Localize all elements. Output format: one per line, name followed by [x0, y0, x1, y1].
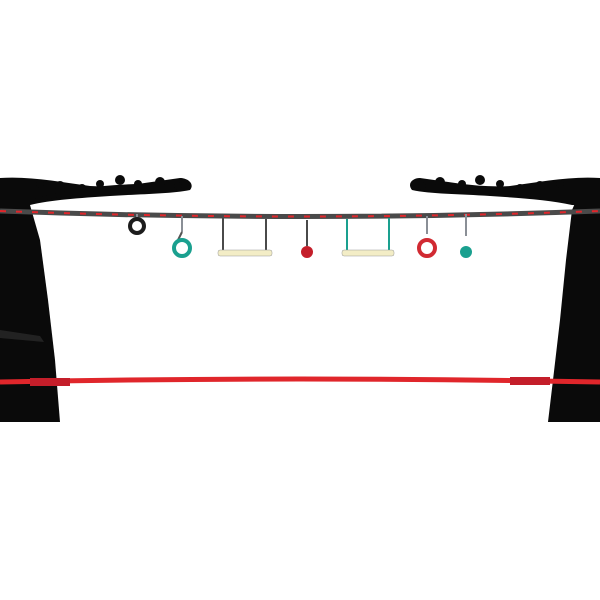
left-branch: [30, 184, 140, 204]
left-leaf: [36, 180, 44, 188]
trapeze-bar: [217, 249, 273, 257]
obstacle-tire-ring: [128, 214, 146, 235]
tire-ring: [128, 217, 146, 235]
right-leaf: [496, 180, 504, 188]
left-leaf: [174, 182, 182, 190]
obstacle-gym-ring-red: [417, 216, 437, 258]
ninja-line-accent: [0, 210, 600, 218]
gym-ring: [172, 238, 192, 258]
left-tree-trunk: [0, 190, 60, 422]
left-leaf: [96, 180, 104, 188]
left-leaf: [55, 181, 65, 191]
trapeze-bar: [341, 249, 395, 257]
monkey-fist-knot: [460, 246, 472, 258]
right-leaf: [475, 175, 485, 185]
left-tree: [0, 175, 192, 422]
right-leaf: [435, 177, 445, 187]
obstacle-monkey-fist-red: [301, 220, 313, 258]
slackline-ratchet-left: [30, 378, 70, 386]
ninja-line: [0, 208, 600, 219]
right-leaf: [458, 180, 466, 188]
gym-ring: [417, 238, 437, 258]
obstacle-monkey-fist-teal: [460, 214, 472, 258]
obstacle-trapeze-bar-1: [217, 218, 273, 257]
slackline-ratchet-right: [510, 377, 550, 385]
obstacle-gym-ring-teal: [172, 216, 192, 258]
right-leaf: [418, 182, 426, 190]
right-leaf: [535, 181, 545, 191]
right-leaf: [556, 180, 564, 188]
slackline: [0, 330, 600, 386]
tree-protector-left: [0, 330, 44, 342]
right-tree-trunk: [548, 190, 600, 422]
right-tree: [409, 175, 600, 422]
right-tree-canopy: [409, 177, 600, 206]
obstacle-trapeze-bar-2: [341, 218, 395, 257]
left-leaf: [115, 175, 125, 185]
left-leaf: [155, 177, 165, 187]
monkey-fist-knot: [301, 246, 313, 258]
right-leaf: [516, 184, 524, 192]
